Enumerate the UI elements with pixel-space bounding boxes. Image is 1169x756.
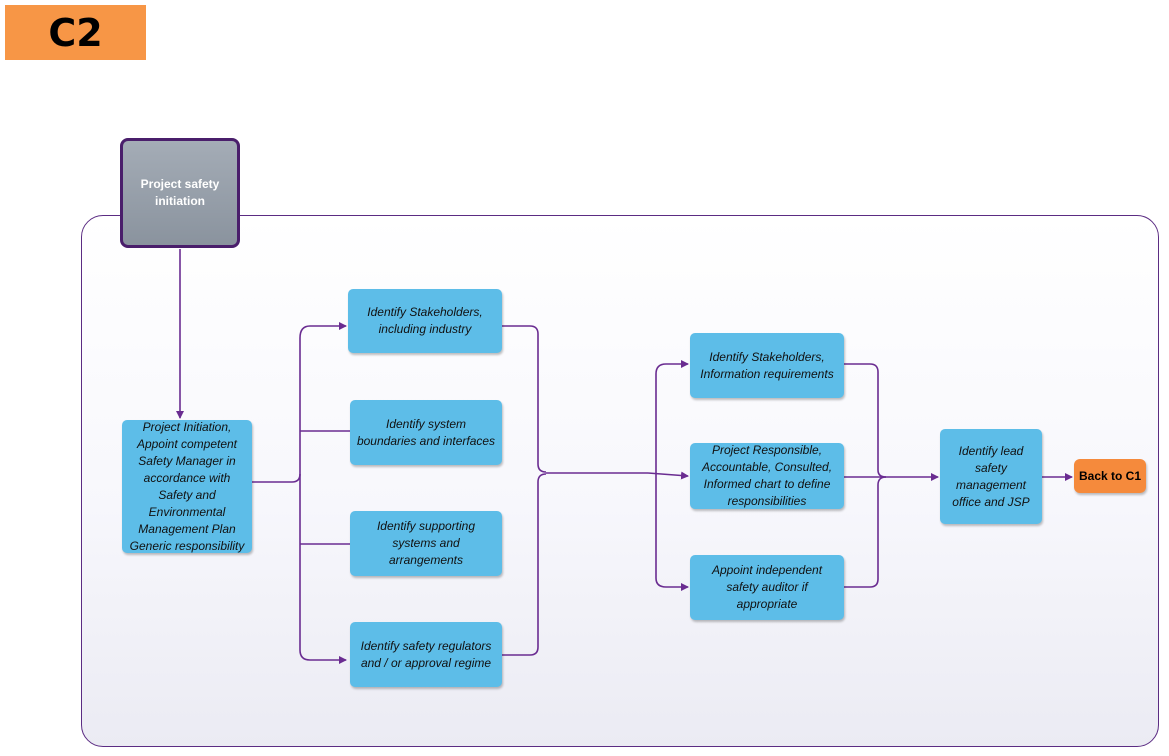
safety-regulators-box: Identify safety regulators and / or appr… xyxy=(350,622,502,687)
stakeholders-industry-box: Identify Stakeholders, including industr… xyxy=(348,289,502,353)
connector-regulators-out xyxy=(502,473,547,656)
project-initiation-box: Project Initiation, Appoint competent Sa… xyxy=(122,420,252,553)
connector-col3-top-out xyxy=(844,363,887,478)
connector-bus-left xyxy=(299,322,347,339)
connector-bus-left-bottom xyxy=(299,649,347,664)
connector-stakeholders-out xyxy=(502,325,547,473)
raci-chart-box: Project Responsible, Accountable, Consul… xyxy=(690,443,844,509)
connector-col3-bottom-out xyxy=(844,476,887,588)
safety-auditor-box: Appoint independent safety auditor if ap… xyxy=(690,555,844,620)
supporting-systems-box: Identify supporting systems and arrangem… xyxy=(350,511,502,576)
lead-safety-office-box: Identify lead safety management office a… xyxy=(940,429,1042,524)
stakeholders-info-box: Identify Stakeholders, Information requi… xyxy=(690,333,844,398)
page-badge: C2 xyxy=(5,5,146,60)
connector-init-out xyxy=(251,473,301,483)
back-to-c1-button[interactable]: Back to C1 xyxy=(1074,459,1146,493)
start-box: Project safety initiation xyxy=(120,138,240,248)
connector-bus-mid-bottom xyxy=(655,473,689,591)
connector-bus-mid-top xyxy=(655,360,689,473)
connector-bus-mid-center xyxy=(647,471,689,480)
system-boundaries-box: Identify system boundaries and interface… xyxy=(350,400,502,465)
